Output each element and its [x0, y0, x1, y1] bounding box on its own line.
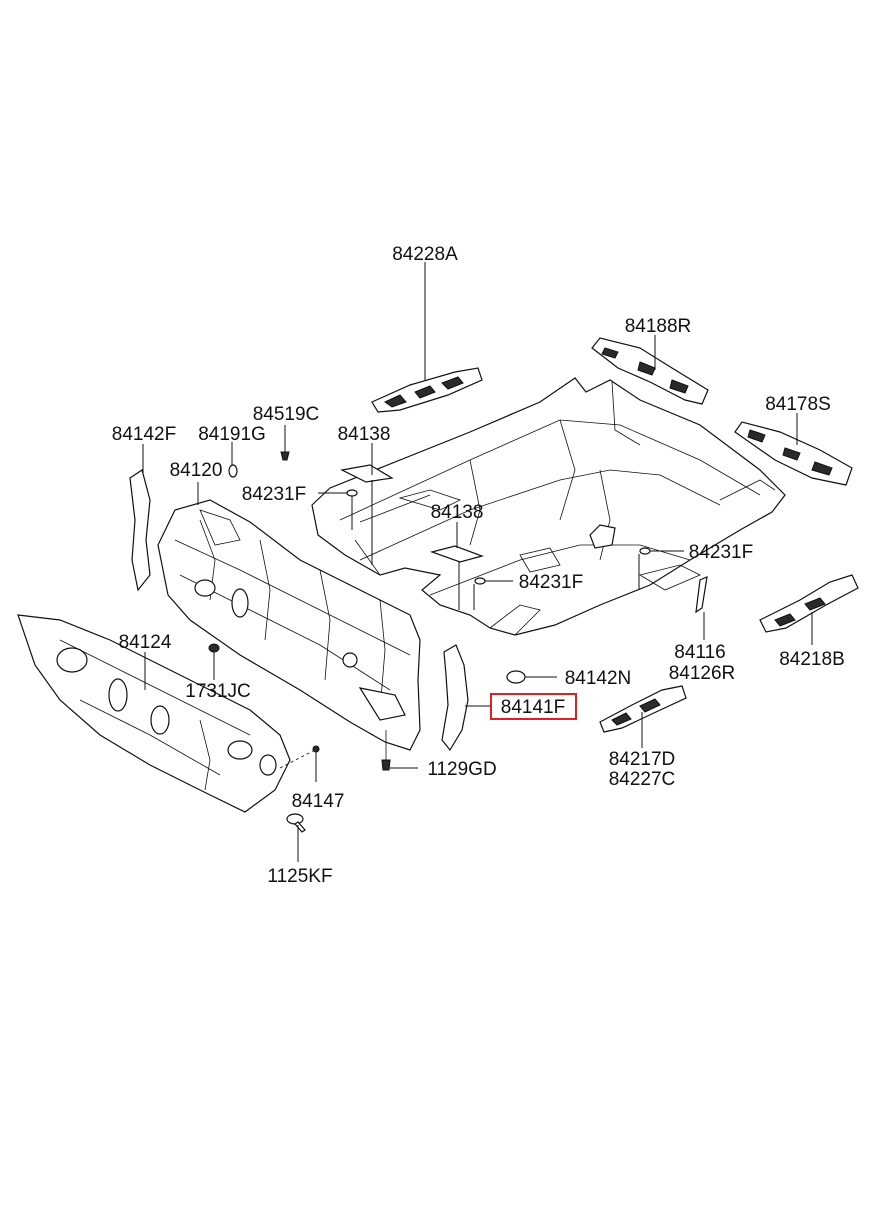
plug-84191G — [228, 464, 238, 478]
plug-84231F-right — [639, 547, 651, 555]
clip-84147 — [312, 745, 320, 753]
insulator-84142F — [129, 469, 151, 592]
label-84147: 84147 — [292, 791, 345, 812]
pad-84228A — [371, 367, 483, 413]
leader-lines — [142, 262, 813, 862]
label-84231F-right: 84231F — [689, 542, 753, 563]
plug-84231F-center — [474, 577, 486, 585]
label-84138-top: 84138 — [338, 424, 391, 445]
label-84188R: 84188R — [625, 316, 692, 337]
label-84141F: 84141F — [501, 697, 565, 718]
pad-84188R — [591, 337, 709, 405]
label-84228A: 84228A — [392, 244, 458, 265]
label-84178S: 84178S — [765, 394, 831, 415]
plug-84231F-left — [346, 489, 358, 497]
label-84191G: 84191G — [198, 424, 266, 445]
rivet-1125KF — [286, 813, 306, 833]
label-84227C: 84227C — [609, 769, 676, 790]
pad-84138-upper — [340, 464, 394, 483]
clip-84519C — [280, 451, 290, 461]
highlight-box-84141F — [490, 693, 577, 720]
label-84142F: 84142F — [112, 424, 176, 445]
label-84126R: 84126R — [669, 663, 736, 684]
pad-84138-lower — [429, 545, 484, 563]
label-84116: 84116 — [674, 642, 725, 663]
label-84231F-center: 84231F — [519, 572, 583, 593]
label-84231F-left: 84231F — [242, 484, 306, 505]
label-84124: 84124 — [119, 632, 172, 653]
label-1731JC: 1731JC — [185, 681, 251, 702]
plug-84142N — [506, 670, 526, 684]
insulator-84124 — [17, 614, 291, 813]
label-84120: 84120 — [170, 460, 223, 481]
bolt-1129GD — [381, 730, 391, 771]
pad-84178S — [734, 421, 853, 486]
floor-panel — [311, 377, 786, 636]
label-84138-mid: 84138 — [431, 502, 484, 523]
label-84519C: 84519C — [253, 404, 320, 425]
pad-84217D — [599, 685, 687, 733]
plug-1731JC — [208, 643, 220, 653]
strip-84116 — [695, 576, 708, 614]
label-84142N: 84142N — [565, 668, 632, 689]
insulator-84141F — [441, 644, 469, 752]
label-1129GD: 1129GD — [427, 759, 496, 780]
label-84218B: 84218B — [779, 649, 845, 670]
label-1125KF: 1125KF — [267, 866, 332, 887]
label-84217D: 84217D — [609, 749, 676, 770]
pad-84218B — [759, 574, 859, 633]
dash-panel-84120 — [157, 499, 421, 751]
